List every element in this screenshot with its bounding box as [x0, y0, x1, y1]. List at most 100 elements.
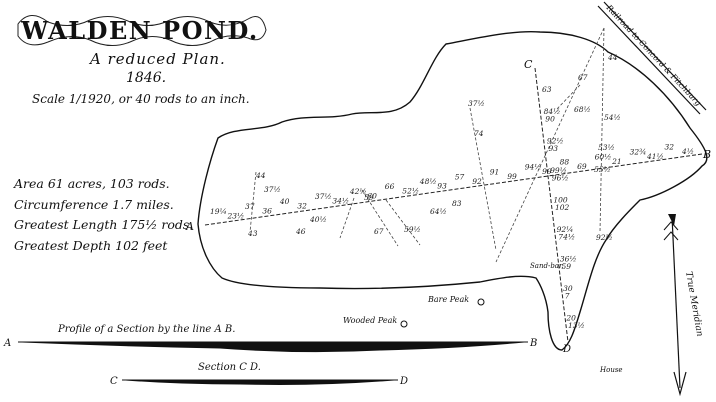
map-year: 1846. — [126, 70, 167, 86]
stat-length: Greatest Length 175½ rods. — [14, 217, 194, 232]
sounding-label: 34½ — [332, 197, 349, 206]
sounding-label: 55½ — [594, 165, 611, 174]
survey-line — [555, 84, 581, 111]
sounding-label: 41½ — [646, 152, 664, 161]
map-subtitle: A reduced Plan. — [90, 50, 226, 68]
profile-ab-a: A — [3, 338, 11, 349]
profile-ab: Profile of a Section by the line A B. A … — [3, 324, 537, 353]
profile-cd-c: C — [110, 376, 118, 387]
section-line-cd — [534, 67, 569, 343]
sounding-label: 44 — [255, 171, 266, 180]
sounding-label: 92 — [472, 177, 482, 186]
sounding-label: 4½ — [681, 147, 694, 156]
label-a: A — [185, 220, 194, 233]
survey-line — [495, 27, 605, 263]
sounding-label: 83 — [452, 199, 462, 208]
sounding-label: 90 — [545, 115, 555, 124]
sounding-label: 40 — [279, 197, 290, 206]
sounding-label: 100 — [553, 195, 568, 204]
sounding-label: 48½ — [419, 177, 437, 186]
survey-line — [249, 171, 257, 233]
sounding-label: 60 — [367, 192, 377, 201]
pond-outline — [197, 30, 708, 351]
sounding-label: 92¼ — [557, 225, 574, 234]
true-meridian-arrow: True Meridian — [663, 214, 704, 397]
sounding-label: 37½ — [264, 185, 281, 194]
map-scale: Scale 1/1920, or 40 rods to an inch. — [32, 92, 250, 106]
sounding-label: 59 — [562, 262, 572, 271]
railroad-label: Railroad to Concord & Fitchburg — [604, 2, 703, 107]
sounding-label: 63 — [542, 85, 552, 94]
sounding-label: 59 — [364, 193, 374, 202]
sounding-label: 37½ — [468, 99, 485, 108]
bare-peak-label: Bare Peak — [427, 295, 469, 304]
survey-line — [469, 107, 497, 251]
sounding-label: 92½ — [596, 233, 613, 242]
sounding-label: 36 — [262, 207, 272, 216]
sounding-label: 99 — [507, 172, 517, 181]
sounding-label: 59½ — [404, 225, 421, 234]
sounding-label: 54½ — [604, 113, 621, 122]
sounding-label: 32 — [665, 143, 675, 152]
bare-peak-marker — [477, 298, 485, 306]
sounding-label: 42½ — [349, 187, 367, 196]
sounding-label: 53½ — [598, 143, 615, 152]
sounding-label: 88 — [560, 157, 570, 166]
profile-cd: Section C D. C D — [110, 362, 408, 387]
sounding-label: 66 — [385, 182, 395, 191]
sounding-label: 21 — [611, 157, 622, 166]
stat-depth: Greatest Depth 102 feet — [14, 237, 168, 253]
sounding-label: 32¾ — [630, 147, 647, 156]
profile-ab-b: B — [529, 338, 537, 349]
sandbar-label: Sand-bar. — [530, 262, 564, 270]
soundings-cd: 6384½9092½9399½96½10010292¼74½36½5930720… — [542, 85, 585, 330]
sounding-label: 37½ — [315, 192, 332, 201]
sounding-label: 30 — [563, 284, 573, 293]
sounding-label: 36½ — [560, 254, 577, 263]
sounding-label: 57 — [455, 172, 465, 181]
map-title: WALDEN POND. — [20, 16, 259, 45]
profile-ab-label: Profile of a Section by the line A B. — [57, 324, 235, 335]
sounding-label: 67 — [374, 227, 384, 236]
label-c: C — [524, 58, 533, 71]
soundings-misc: 37½744437½40½4643596764½59½8368½6754½53½… — [247, 53, 621, 242]
sounding-label: 20 — [565, 313, 576, 322]
sounding-label: 91 — [490, 167, 500, 176]
sounding-label: 64½ — [430, 207, 447, 216]
profile-cd-d: D — [399, 376, 408, 387]
survey-line — [361, 189, 399, 247]
sounding-label: 94½ — [525, 162, 542, 171]
title-banner: WALDEN POND. — [17, 15, 267, 46]
sounding-label: 19¼ — [210, 207, 227, 216]
wooded-peak-label: Wooded Peak — [343, 316, 397, 325]
sounding-label: 37 — [245, 202, 255, 211]
sounding-label: 52½ — [402, 187, 419, 196]
survey-line — [339, 197, 355, 239]
sounding-label: 99 — [542, 167, 552, 176]
map-stats: Area 61 acres, 103 rods. Circumference 1… — [14, 174, 193, 256]
sounding-label: 43 — [247, 229, 258, 238]
profile-cd-label: Section C D. — [198, 362, 261, 373]
sounding-label: 99½ — [550, 166, 567, 175]
sounding-label: 96½ — [552, 174, 569, 183]
house-label: House — [599, 366, 623, 374]
sounding-label: 60½ — [595, 152, 612, 161]
sounding-label: 74½ — [558, 233, 575, 242]
sounding-label: 69 — [577, 162, 587, 171]
sounding-label: 44 — [607, 53, 618, 62]
sounding-label: 93 — [549, 144, 559, 153]
sounding-label: 74 — [474, 129, 484, 138]
sounding-label: 13½ — [568, 321, 585, 330]
stat-circumference: Circumference 1.7 miles. — [14, 196, 174, 212]
sounding-label: 40½ — [309, 215, 327, 224]
survey-line — [385, 199, 421, 246]
sounding-label: 68½ — [574, 105, 591, 114]
sounding-label: 23½ — [227, 212, 245, 221]
sounding-label: 84½ — [544, 107, 561, 116]
sounding-label: 7 — [565, 292, 570, 301]
wooded-peak-marker — [400, 320, 408, 328]
label-b: B — [702, 148, 711, 161]
sounding-label: 93 — [437, 182, 447, 191]
